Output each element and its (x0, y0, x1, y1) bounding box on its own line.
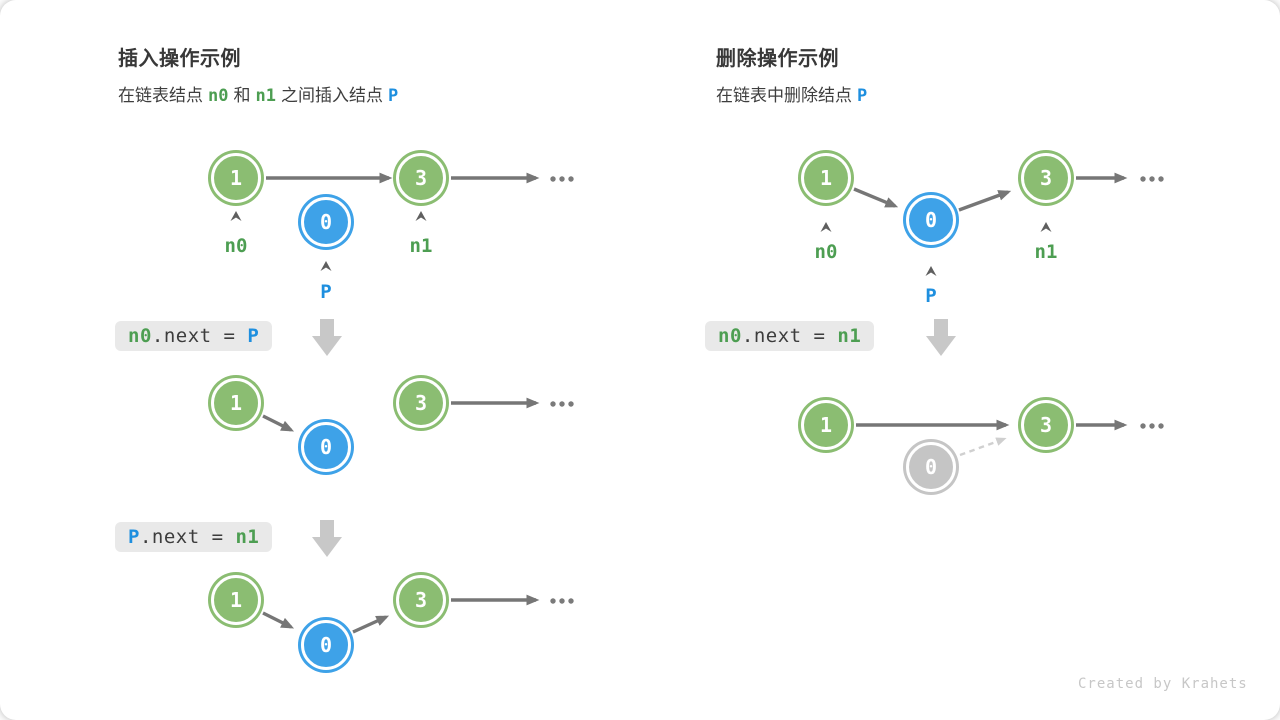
code-lhs: n0 (718, 325, 742, 347)
pointer-caret-icon (230, 211, 242, 221)
token-p: P (387, 86, 399, 106)
pointer-caret-icon (1040, 222, 1052, 232)
code-statement: n0.next = P (115, 321, 273, 351)
delete-panel-subtitle: 在链表中删除结点 P (716, 81, 872, 106)
arrow-insert-s3-1-to-p (262, 611, 295, 629)
arrow-delete-s1-p-to-3 (958, 190, 1012, 212)
ellipsis-dots (550, 401, 574, 407)
pointer-caret-icon (415, 211, 427, 221)
node-label-n1: n1 (1034, 241, 1058, 263)
list-node: 3 (396, 575, 446, 625)
pointer-caret-icon (925, 266, 937, 276)
list-node: 3 (1021, 153, 1071, 203)
code-mid: .next = (741, 325, 838, 347)
node-label-n1: n1 (409, 235, 433, 257)
credit-text: Created by Krahets (1078, 676, 1248, 692)
list-node-p: 0 (301, 422, 351, 472)
node-label-n0: n0 (224, 235, 248, 257)
ellipsis-dots (550, 176, 574, 182)
subtitle-text: 在链表中删除结点 (716, 86, 852, 105)
list-node: 3 (1021, 400, 1071, 450)
arrow-insert-s2-1-to-p (262, 414, 295, 432)
code-mid: .next = (139, 526, 236, 548)
down-block-arrow-icon (312, 520, 342, 557)
list-node: 3 (396, 378, 446, 428)
code-rhs: P (247, 325, 260, 347)
list-node: 1 (211, 575, 261, 625)
code-statement: P.next = n1 (115, 522, 273, 552)
code-statement: n0.next = n1 (705, 321, 875, 351)
token-p: P (857, 86, 868, 106)
pointer-caret-icon (320, 261, 332, 271)
token-n1: n1 (255, 86, 276, 106)
list-node-p: 0 (906, 195, 956, 245)
dashed-arrow-removed-p-to-3 (959, 437, 1007, 457)
down-block-arrow-icon (312, 319, 342, 356)
pointer-caret-icon (820, 222, 832, 232)
code-lhs: n0 (128, 325, 152, 347)
list-node: 1 (211, 153, 261, 203)
list-node: 1 (211, 378, 261, 428)
subtitle-text: 之间插入结点 (280, 86, 383, 105)
list-node: 3 (396, 153, 446, 203)
code-mid: .next = (151, 325, 248, 347)
ellipsis-dots (1140, 176, 1164, 182)
list-node: 1 (801, 153, 851, 203)
node-label-p: P (320, 281, 332, 303)
arrow-delete-s1-1-to-p (853, 187, 899, 208)
ellipsis-dots (1140, 423, 1164, 429)
insert-panel-title: 插入操作示例 (118, 48, 241, 70)
code-rhs: n1 (235, 526, 260, 548)
token-n0: n0 (208, 86, 229, 106)
removed-node-p: 0 (906, 442, 956, 492)
list-node-p: 0 (301, 197, 351, 247)
down-block-arrow-icon (926, 319, 956, 356)
ellipsis-dots (550, 598, 574, 604)
subtitle-text: 和 (233, 86, 251, 105)
node-label-p: P (925, 285, 937, 307)
list-node: 1 (801, 400, 851, 450)
arrow-insert-s3-p-to-3 (352, 615, 390, 634)
list-node-p: 0 (301, 620, 351, 670)
code-rhs: n1 (837, 325, 862, 347)
delete-panel-title: 删除操作示例 (716, 48, 839, 70)
node-label-n0: n0 (814, 241, 838, 263)
subtitle-text: 在链表结点 (118, 86, 203, 105)
code-lhs: P (128, 526, 140, 548)
